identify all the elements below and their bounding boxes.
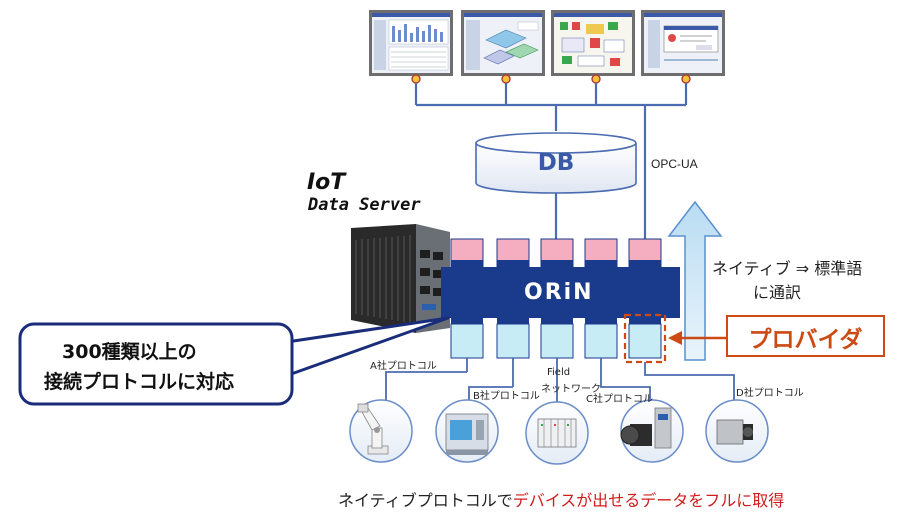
- orin-bar: [441, 260, 680, 324]
- network-bus: [414, 83, 688, 244]
- field-network-label-2: ネットワーク: [541, 384, 601, 395]
- monitor-screens: [369, 10, 725, 76]
- monitor-connectors: [411, 74, 691, 84]
- caption-prefix: ネイティブプロトコルで: [338, 491, 513, 510]
- upload-arrow: [667, 200, 723, 361]
- monitor-screen-1: [369, 10, 453, 76]
- robot-arm-icon: [349, 399, 413, 463]
- orin-logo-text: ORiN: [524, 280, 594, 305]
- protocol-c-label: C社プロトコル: [586, 394, 653, 405]
- native-label-line1: ネイティブ ⇒ 標準語: [712, 259, 863, 278]
- monitor-screen-3: [551, 10, 635, 76]
- server-device: [351, 224, 450, 333]
- caption: ネイティブプロトコルでデバイスが出せるデータをフルに取得: [338, 487, 784, 511]
- iot-title: IoT: [307, 170, 346, 195]
- protocol-a-label: A社プロトコル: [370, 361, 437, 372]
- plc-rack-icon: [525, 401, 589, 465]
- server-title: Data Server: [308, 195, 421, 215]
- monitor-screen-2: [461, 10, 545, 76]
- protocol-lines: [385, 358, 735, 404]
- caption-highlight: デバイスが出せるデータをフルに取得: [512, 491, 785, 510]
- provider-highlight: [623, 313, 667, 364]
- field-network-label-1: Field: [547, 367, 571, 378]
- cnc-machine-icon: [435, 399, 499, 463]
- opc-ua-label: OPC-UA: [651, 157, 698, 171]
- protocol-b-label: B社プロトコル: [473, 391, 540, 402]
- db-cylinder: [475, 132, 637, 194]
- db-label: DB: [537, 150, 575, 176]
- callout-line2: 接続プロトコルに対応: [44, 371, 235, 393]
- callout-shape: [18, 316, 450, 406]
- callout-line1: 300種類以上の: [62, 341, 197, 363]
- servo-motor-icon: [620, 399, 684, 463]
- camera-icon: [705, 399, 769, 463]
- provider-label: プロバイダ: [748, 327, 863, 353]
- monitor-screen-4: [641, 10, 725, 76]
- provider-box: [726, 315, 885, 357]
- provider-arrow: [668, 331, 726, 345]
- orin-input-ports: [450, 323, 662, 359]
- device-icons: [349, 399, 769, 465]
- native-label-line2: に通訳: [753, 283, 802, 302]
- protocol-d-label: D社プロトコル: [736, 388, 804, 399]
